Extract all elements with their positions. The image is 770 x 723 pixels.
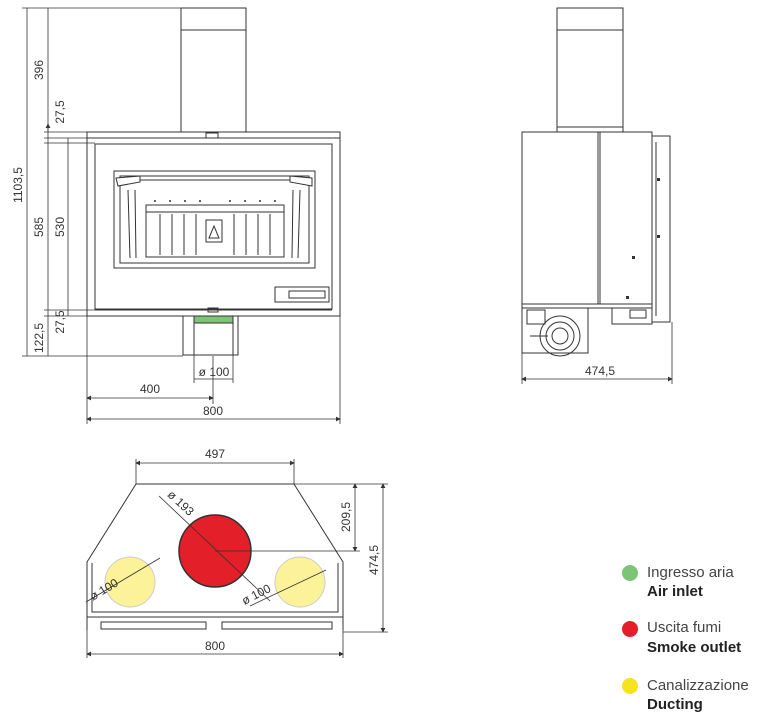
dim-total-height: 1103,5 <box>11 167 25 203</box>
air-inlet-dot-icon <box>622 565 638 581</box>
dim-base-height: 122,5 <box>32 323 46 353</box>
side-front-panel <box>651 135 671 323</box>
legend-item-smoke-outlet: Uscita fumi Smoke outlet <box>622 619 741 656</box>
side-body <box>521 131 653 305</box>
dim-rear-width: 497 <box>205 447 225 461</box>
control-panel <box>274 286 330 303</box>
legend-label-en: Air inlet <box>647 583 703 600</box>
logo-badge-icon <box>205 219 223 243</box>
ducting-dot-icon <box>622 678 638 694</box>
front-vertical-dimensions <box>22 7 183 357</box>
legend-item-ducting: Canalizzazione Ducting <box>622 677 749 713</box>
top-dimensions <box>86 459 388 658</box>
legend-label-en: Smoke outlet <box>647 639 741 656</box>
flue-pipe <box>180 7 247 133</box>
front-horizontal-dimensions <box>86 316 341 424</box>
dim-half-width: 400 <box>140 382 160 396</box>
smoke-outlet-dot-icon <box>622 621 638 637</box>
side-dimensions <box>521 322 673 384</box>
firebox-window <box>113 170 316 269</box>
side-air-duct-icon <box>521 307 589 357</box>
dim-top-width: 800 <box>205 639 225 653</box>
dim-inlet-diameter: ø 100 <box>199 365 230 379</box>
front-view <box>22 7 341 424</box>
top-view <box>85 459 388 658</box>
legend-item-air-inlet: Ingresso aria Air inlet <box>622 564 734 600</box>
air-inlet-collar <box>193 315 234 324</box>
firebox-grate <box>159 214 271 255</box>
dim-flue-height: 396 <box>32 60 46 80</box>
dim-top-depth: 474,5 <box>367 545 381 575</box>
legend-label-it: Ingresso aria <box>647 564 734 581</box>
front-dimension-labels: 396 27,5 1103,5 585 530 27,5 122,5 ø 100… <box>11 60 230 418</box>
side-flue-pipe <box>556 7 624 133</box>
dim-smoke-offset: 209,5 <box>339 502 353 532</box>
ducting-left-circle <box>104 556 156 608</box>
side-view <box>521 7 673 384</box>
legend-label-it: Uscita fumi <box>647 619 721 636</box>
legend-label-it: Canalizzazione <box>647 677 749 694</box>
dim-body-height: 585 <box>32 217 46 237</box>
dim-total-width: 800 <box>203 404 223 418</box>
legend: Ingresso aria Air inlet Uscita fumi Smok… <box>622 564 749 713</box>
dim-top-gap: 27,5 <box>53 100 67 124</box>
dim-bottom-gap: 27,5 <box>53 310 67 334</box>
dim-door-height: 530 <box>53 217 67 237</box>
legend-label-en: Ducting <box>647 696 703 713</box>
dim-side-depth: 474,5 <box>585 364 615 378</box>
